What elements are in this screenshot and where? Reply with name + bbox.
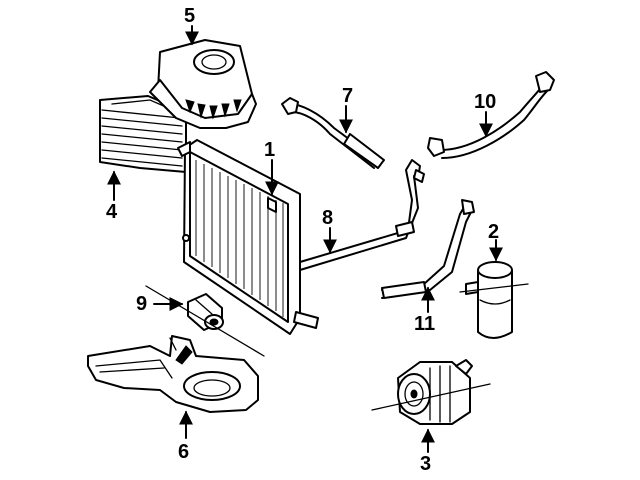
part-10-suction-line[interactable] (427, 71, 555, 159)
part-9-pressure-switch[interactable] (187, 293, 224, 331)
callout-8: 8 (322, 207, 333, 229)
axis-lines (145, 283, 529, 411)
part-7-hose[interactable] (281, 97, 385, 169)
callout-11: 11 (414, 313, 435, 335)
callout-10: 10 (474, 91, 496, 113)
callout-5: 5 (184, 5, 195, 27)
callout-9: 9 (136, 293, 147, 315)
callout-1: 1 (264, 139, 275, 161)
callout-2: 2 (488, 221, 499, 243)
callout-7: 7 (342, 85, 353, 107)
part-5-upper-housing[interactable] (149, 39, 257, 129)
callout-labels: 5 4 1 7 10 2 8 11 9 6 3 (106, 5, 499, 475)
callout-3: 3 (420, 453, 431, 475)
callout-6: 6 (178, 441, 189, 463)
part-11-hose[interactable] (381, 199, 475, 299)
part-6-lower-housing[interactable] (87, 335, 259, 413)
callout-4: 4 (106, 201, 118, 223)
part-8-liquid-line[interactable] (299, 159, 425, 271)
part-3-compressor[interactable] (397, 359, 473, 425)
part-2-receiver-drier[interactable] (465, 261, 513, 339)
